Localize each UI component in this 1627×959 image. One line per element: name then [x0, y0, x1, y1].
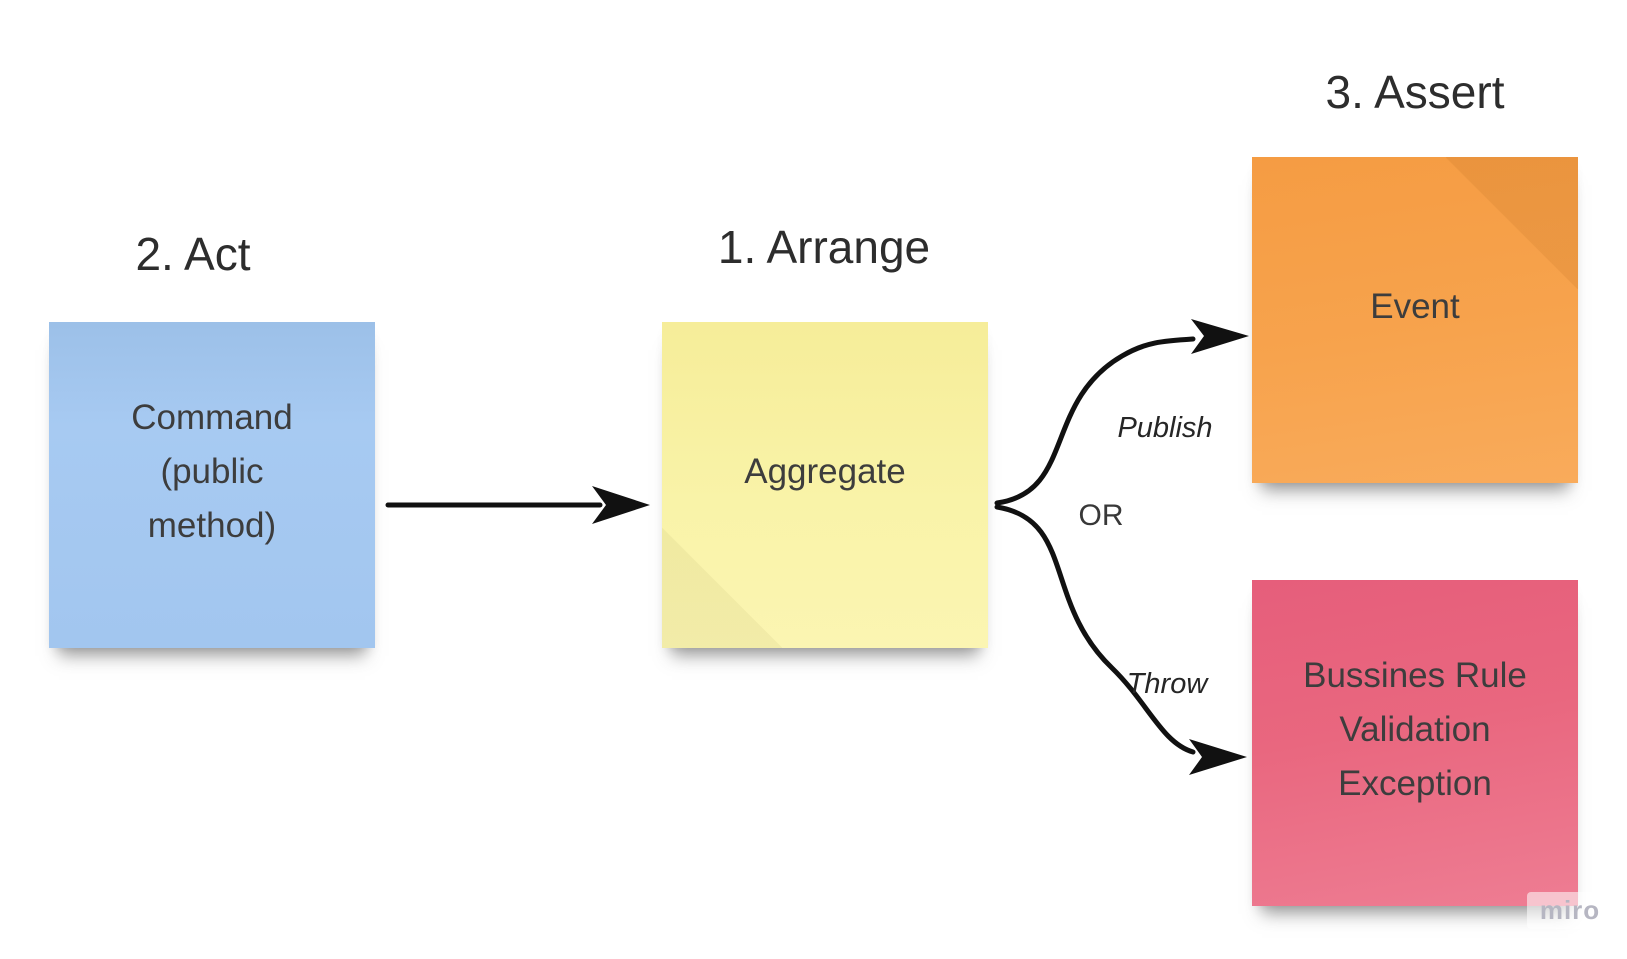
sticky-note-event[interactable]: Event	[1252, 157, 1578, 483]
heading-arrange[interactable]: 1. Arrange	[717, 221, 931, 273]
arrow-publish[interactable]	[994, 319, 1249, 506]
sticky-note-aggregate[interactable]: Aggregate	[662, 322, 988, 648]
connector-label-throw[interactable]: Throw	[1126, 668, 1208, 700]
sticky-note-command[interactable]: Command (public method)	[49, 322, 375, 648]
sticky-note-aggregate-label: Aggregate	[744, 451, 906, 491]
miro-watermark: miro	[1527, 892, 1613, 929]
sticky-note-command-label: Command (public method)	[131, 397, 293, 546]
miro-watermark-label: miro	[1539, 895, 1601, 925]
arrow-throw[interactable]	[994, 504, 1247, 775]
connector-label-publish[interactable]: Publish	[1117, 412, 1213, 444]
sticky-note-exception-label: Bussines Rule Validation Exception	[1303, 655, 1527, 804]
arrow-command-to-aggregate[interactable]	[385, 486, 650, 524]
sticky-note-event-label: Event	[1370, 286, 1460, 326]
sticky-note-exception[interactable]: Bussines Rule Validation Exception	[1252, 580, 1578, 906]
connector-label-or[interactable]: OR	[1078, 499, 1124, 532]
heading-act[interactable]: 2. Act	[135, 228, 251, 280]
heading-assert[interactable]: 3. Assert	[1325, 66, 1505, 118]
